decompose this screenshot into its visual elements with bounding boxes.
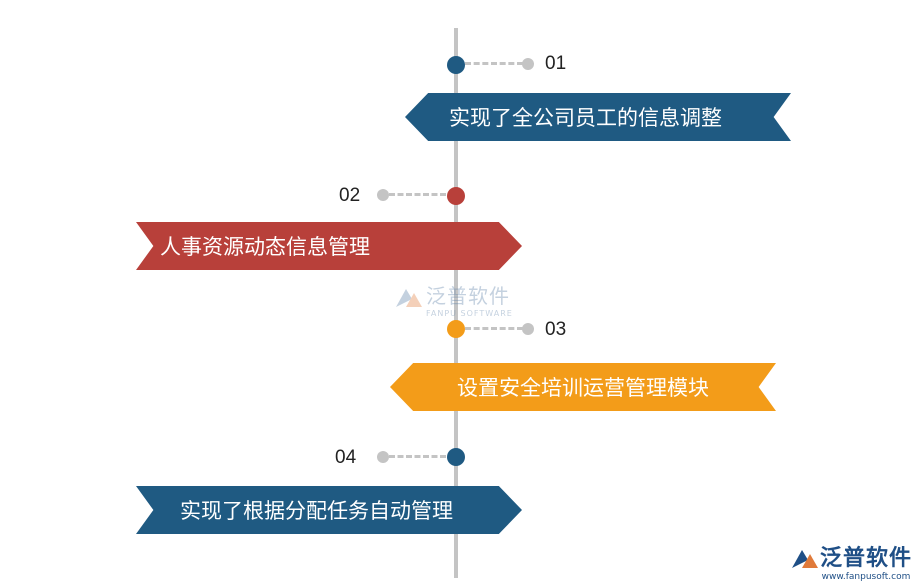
watermark-name: 泛普软件 — [426, 284, 510, 308]
step-2-node — [447, 187, 465, 205]
step-2-label: 人事资源动态信息管理 — [160, 235, 370, 259]
step-4-banner: 实现了根据分配任务自动管理 — [136, 486, 522, 534]
step-3-banner: 设置安全培训运营管理模块 — [390, 363, 776, 411]
step-4-node — [447, 448, 465, 466]
step-1-number: 01 — [545, 53, 567, 74]
step-3-node — [447, 320, 465, 338]
step-3-connector — [465, 327, 523, 330]
step-1-banner: 实现了全公司员工的信息调整 — [405, 93, 791, 141]
brand-logo-icon — [792, 550, 818, 568]
timeline-axis — [454, 28, 458, 578]
watermark-sub: FANPU SOFTWARE — [426, 309, 513, 318]
step-1-end-dot — [522, 58, 534, 70]
step-4-connector — [389, 455, 446, 458]
step-2-end-dot — [377, 189, 389, 201]
step-3-end-dot — [522, 323, 534, 335]
step-2-number: 02 — [339, 185, 361, 206]
step-3-number: 03 — [545, 319, 567, 340]
step-4-number: 04 — [335, 447, 357, 468]
step-4-label: 实现了根据分配任务自动管理 — [180, 499, 453, 523]
step-1-node — [447, 56, 465, 74]
step-2-connector — [389, 193, 446, 196]
watermark: 泛普软件 FANPU SOFTWARE — [392, 280, 513, 318]
watermark-logo-icon — [396, 289, 422, 307]
step-4-end-dot — [377, 451, 389, 463]
step-2-banner: 人事资源动态信息管理 — [136, 222, 522, 270]
brand-logo: 泛普软件 www.fanpusoft.com — [790, 540, 912, 582]
brand-url: www.fanpusoft.com — [821, 572, 911, 582]
brand-name: 泛普软件 — [820, 546, 913, 571]
step-1-connector — [465, 62, 523, 65]
step-1-label: 实现了全公司员工的信息调整 — [449, 106, 722, 130]
step-3-label: 设置安全培训运营管理模块 — [457, 376, 709, 400]
